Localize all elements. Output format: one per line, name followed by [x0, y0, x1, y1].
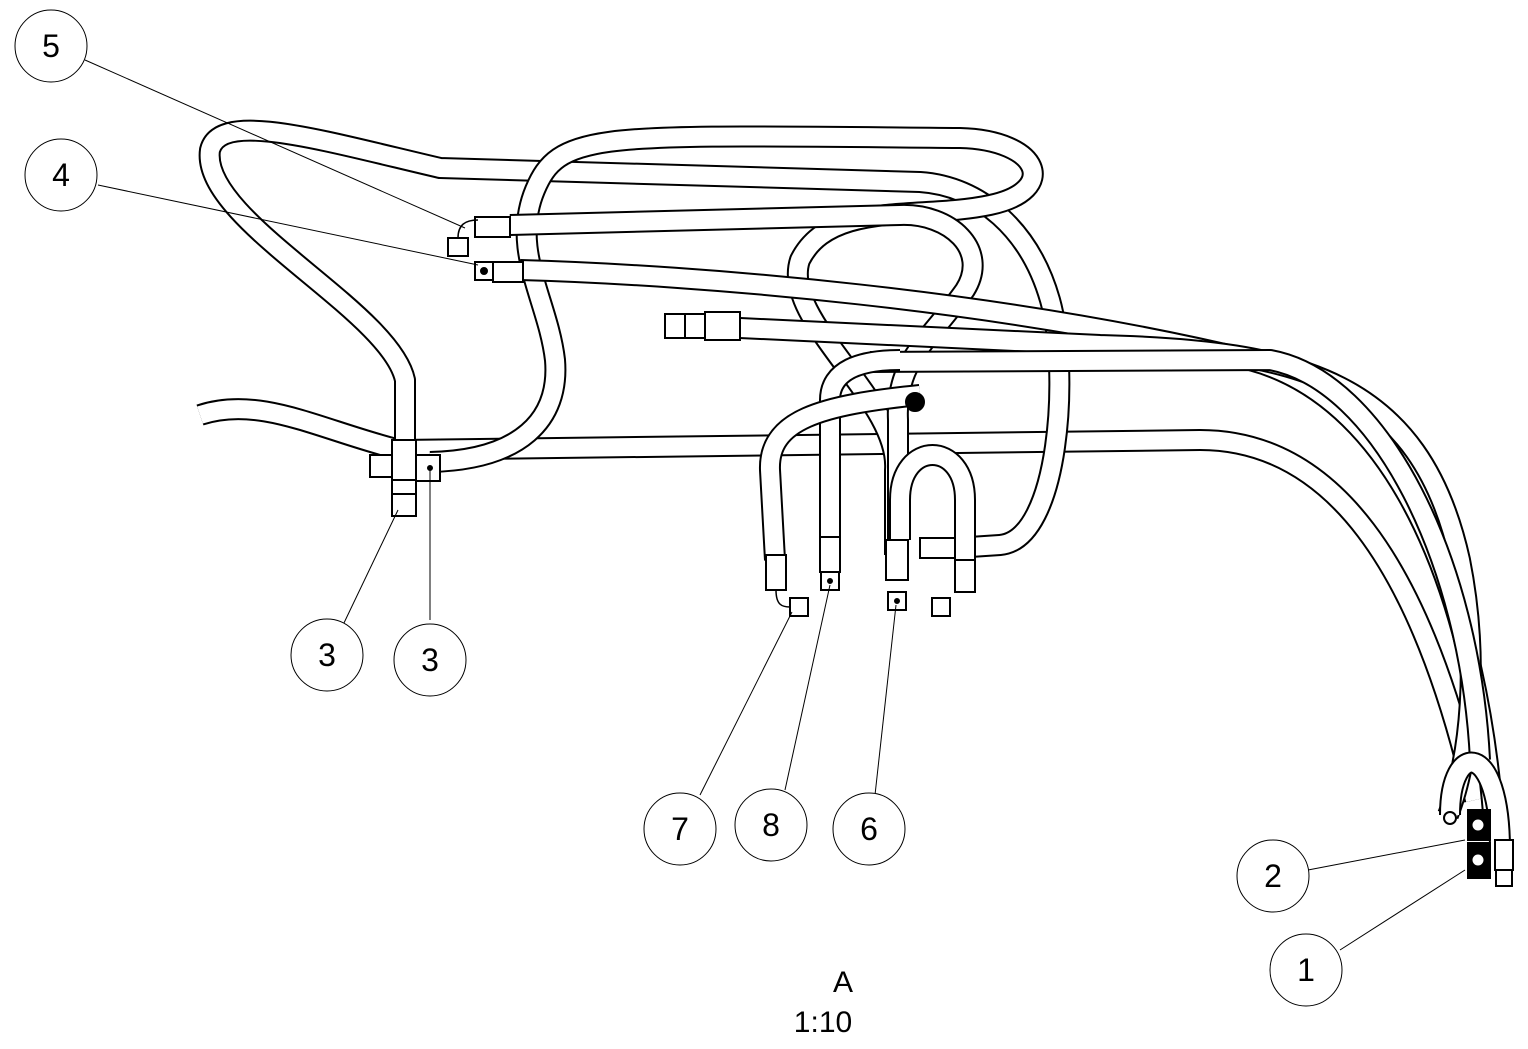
- balloon-4: 4: [24, 138, 98, 212]
- leader-lines: [84, 59, 1466, 951]
- fitting-8-straight: [819, 536, 841, 591]
- fitting-5-elbow: [447, 216, 511, 257]
- balloon-5: 5: [14, 9, 88, 83]
- plug-fitting: [905, 392, 925, 412]
- fittings: [369, 216, 1514, 887]
- fitting-4-straight: [474, 261, 524, 283]
- balloon-1: 1: [1269, 933, 1343, 1007]
- fitting-6-straight: [885, 539, 909, 611]
- svg-text:6: 6: [860, 811, 878, 847]
- svg-text:3: 3: [421, 642, 439, 678]
- svg-text:2: 2: [1264, 858, 1282, 894]
- balloon-3-right: 3: [393, 623, 467, 697]
- svg-text:8: 8: [762, 807, 780, 843]
- balloon-7: 7: [643, 792, 717, 866]
- hoses: [196, 119, 1511, 851]
- view-scale: 1:10: [793, 1006, 853, 1039]
- view-name: A: [832, 966, 853, 999]
- balloon-2: 2: [1236, 839, 1310, 913]
- balloon-3-left: 3: [290, 618, 364, 692]
- svg-text:4: 4: [52, 157, 70, 193]
- svg-text:1: 1: [1297, 952, 1315, 988]
- balloon-8: 8: [734, 788, 808, 862]
- svg-text:3: 3: [318, 637, 336, 673]
- balloon-6: 6: [832, 792, 906, 866]
- fitting-7-elbow: [765, 554, 809, 617]
- fitting-right-elbow: [919, 537, 976, 617]
- svg-text:5: 5: [42, 28, 60, 64]
- svg-text:7: 7: [671, 811, 689, 847]
- balloons: 5 4 3 3 7 8 6 2: [14, 9, 1343, 1007]
- fitting-2-1-stack: [1443, 809, 1514, 887]
- fitting-middle: [664, 311, 741, 341]
